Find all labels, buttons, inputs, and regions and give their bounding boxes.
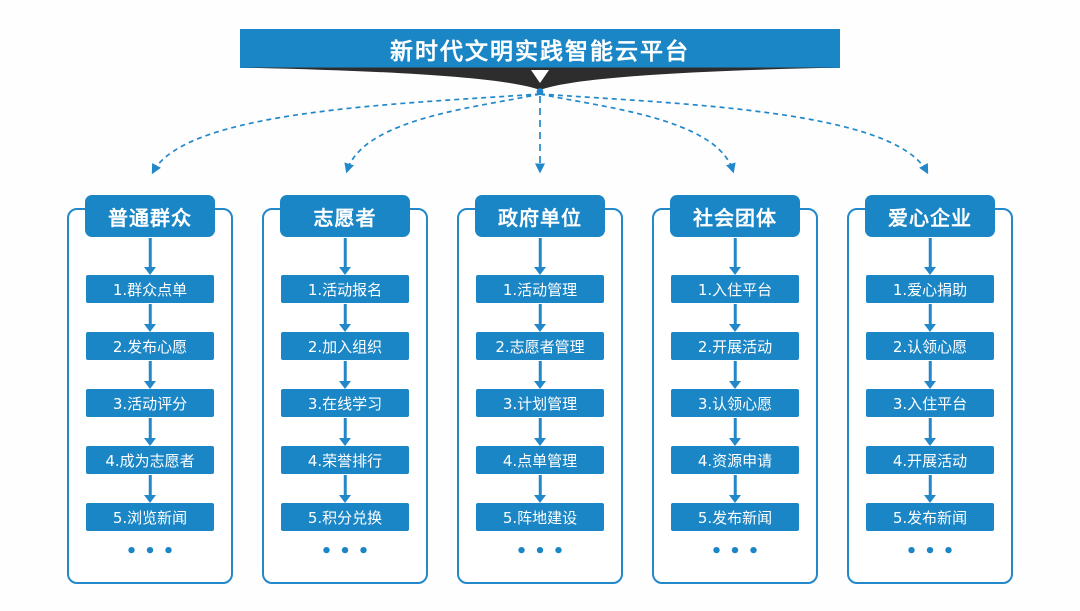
down-arrow-icon [728,474,742,503]
step-item: 1.活动报名 [281,275,409,303]
column-header: 普通群众 [85,195,215,237]
down-arrow-icon [728,303,742,332]
down-arrow-icon [923,237,937,275]
step-item: 4.成为志愿者 [86,446,214,474]
step-item: 4.点单管理 [476,446,604,474]
hub-node [536,88,544,95]
connector-to-column-volunteers [344,93,541,174]
down-arrow-icon [923,360,937,389]
column-header: 志愿者 [280,195,410,237]
down-arrow-icon [338,417,352,446]
down-arrow-icon [338,237,352,275]
column-general-public: 普通群众 1.群众点单 2.发布心愿 3.活动评分 4.成为志愿者 5.浏览新闻… [67,195,233,584]
down-arrow-icon [533,237,547,275]
down-arrow-icon [533,360,547,389]
step-item: 2.开展活动 [671,332,799,360]
more-indicator: ••• [710,541,767,562]
step-item: 5.阵地建设 [476,503,604,531]
step-item: 5.发布新闻 [671,503,799,531]
column-flow: 1.群众点单 2.发布心愿 3.活动评分 4.成为志愿者 5.浏览新闻 ••• [69,237,231,561]
step-item: 1.群众点单 [86,275,214,303]
connector-to-column-general-public [151,93,541,175]
step-item: 5.积分兑换 [281,503,409,531]
connector-to-column-social-group [539,93,736,174]
down-arrow-icon [338,303,352,332]
step-item: 3.在线学习 [281,389,409,417]
platform-title: 新时代文明实践智能云平台 [390,38,690,65]
down-arrow-icon [143,474,157,503]
down-arrow-icon [143,303,157,332]
column-volunteers: 志愿者 1.活动报名 2.加入组织 3.在线学习 4.荣誉排行 5.积分兑换 •… [262,195,428,584]
step-item: 3.计划管理 [476,389,604,417]
more-indicator: ••• [320,541,377,562]
down-arrow-icon [533,417,547,446]
connector-to-column-caring-enterprise [539,93,929,175]
column-header: 爱心企业 [865,195,995,237]
step-item: 2.发布心愿 [86,332,214,360]
step-item: 3.入住平台 [866,389,994,417]
down-arrow-icon [143,360,157,389]
step-item: 2.志愿者管理 [476,332,604,360]
step-item: 4.开展活动 [866,446,994,474]
column-header: 政府单位 [475,195,605,237]
down-arrow-icon [143,237,157,275]
column-flow: 1.入住平台 2.开展活动 3.认领心愿 4.资源申请 5.发布新闻 ••• [654,237,816,561]
down-arrow-icon [923,417,937,446]
step-item: 3.认领心愿 [671,389,799,417]
down-arrow-icon [923,474,937,503]
more-indicator: ••• [125,541,182,562]
column-header: 社会团体 [670,195,800,237]
step-item: 2.认领心愿 [866,332,994,360]
column-flow: 1.爱心捐助 2.认领心愿 3.入住平台 4.开展活动 5.发布新闻 ••• [849,237,1011,561]
down-arrow-icon [728,417,742,446]
step-item: 4.荣誉排行 [281,446,409,474]
down-arrow-icon [143,417,157,446]
column-flow: 1.活动管理 2.志愿者管理 3.计划管理 4.点单管理 5.阵地建设 ••• [459,237,621,561]
column-social-group: 社会团体 1.入住平台 2.开展活动 3.认领心愿 4.资源申请 5.发布新闻 … [652,195,818,584]
column-government-unit: 政府单位 1.活动管理 2.志愿者管理 3.计划管理 4.点单管理 5.阵地建设… [457,195,623,584]
banner-chevron [240,67,840,90]
down-arrow-icon [338,360,352,389]
down-arrow-icon [533,474,547,503]
platform-title-banner: 新时代文明实践智能云平台 [240,29,840,68]
down-arrow-icon [923,303,937,332]
column-flow: 1.活动报名 2.加入组织 3.在线学习 4.荣誉排行 5.积分兑换 ••• [264,237,426,561]
banner-down-arrow-icon [531,70,549,83]
step-item: 3.活动评分 [86,389,214,417]
step-item: 1.爱心捐助 [866,275,994,303]
more-indicator: ••• [905,541,962,562]
column-caring-enterprise: 爱心企业 1.爱心捐助 2.认领心愿 3.入住平台 4.开展活动 5.发布新闻 … [847,195,1013,584]
down-arrow-icon [533,303,547,332]
step-item: 5.发布新闻 [866,503,994,531]
columns-row: 普通群众 1.群众点单 2.发布心愿 3.活动评分 4.成为志愿者 5.浏览新闻… [0,195,1080,584]
step-item: 5.浏览新闻 [86,503,214,531]
down-arrow-icon [338,474,352,503]
step-item: 1.活动管理 [476,275,604,303]
down-arrow-icon [728,360,742,389]
more-indicator: ••• [515,541,572,562]
down-arrow-icon [728,237,742,275]
step-item: 2.加入组织 [281,332,409,360]
step-item: 1.入住平台 [671,275,799,303]
step-item: 4.资源申请 [671,446,799,474]
